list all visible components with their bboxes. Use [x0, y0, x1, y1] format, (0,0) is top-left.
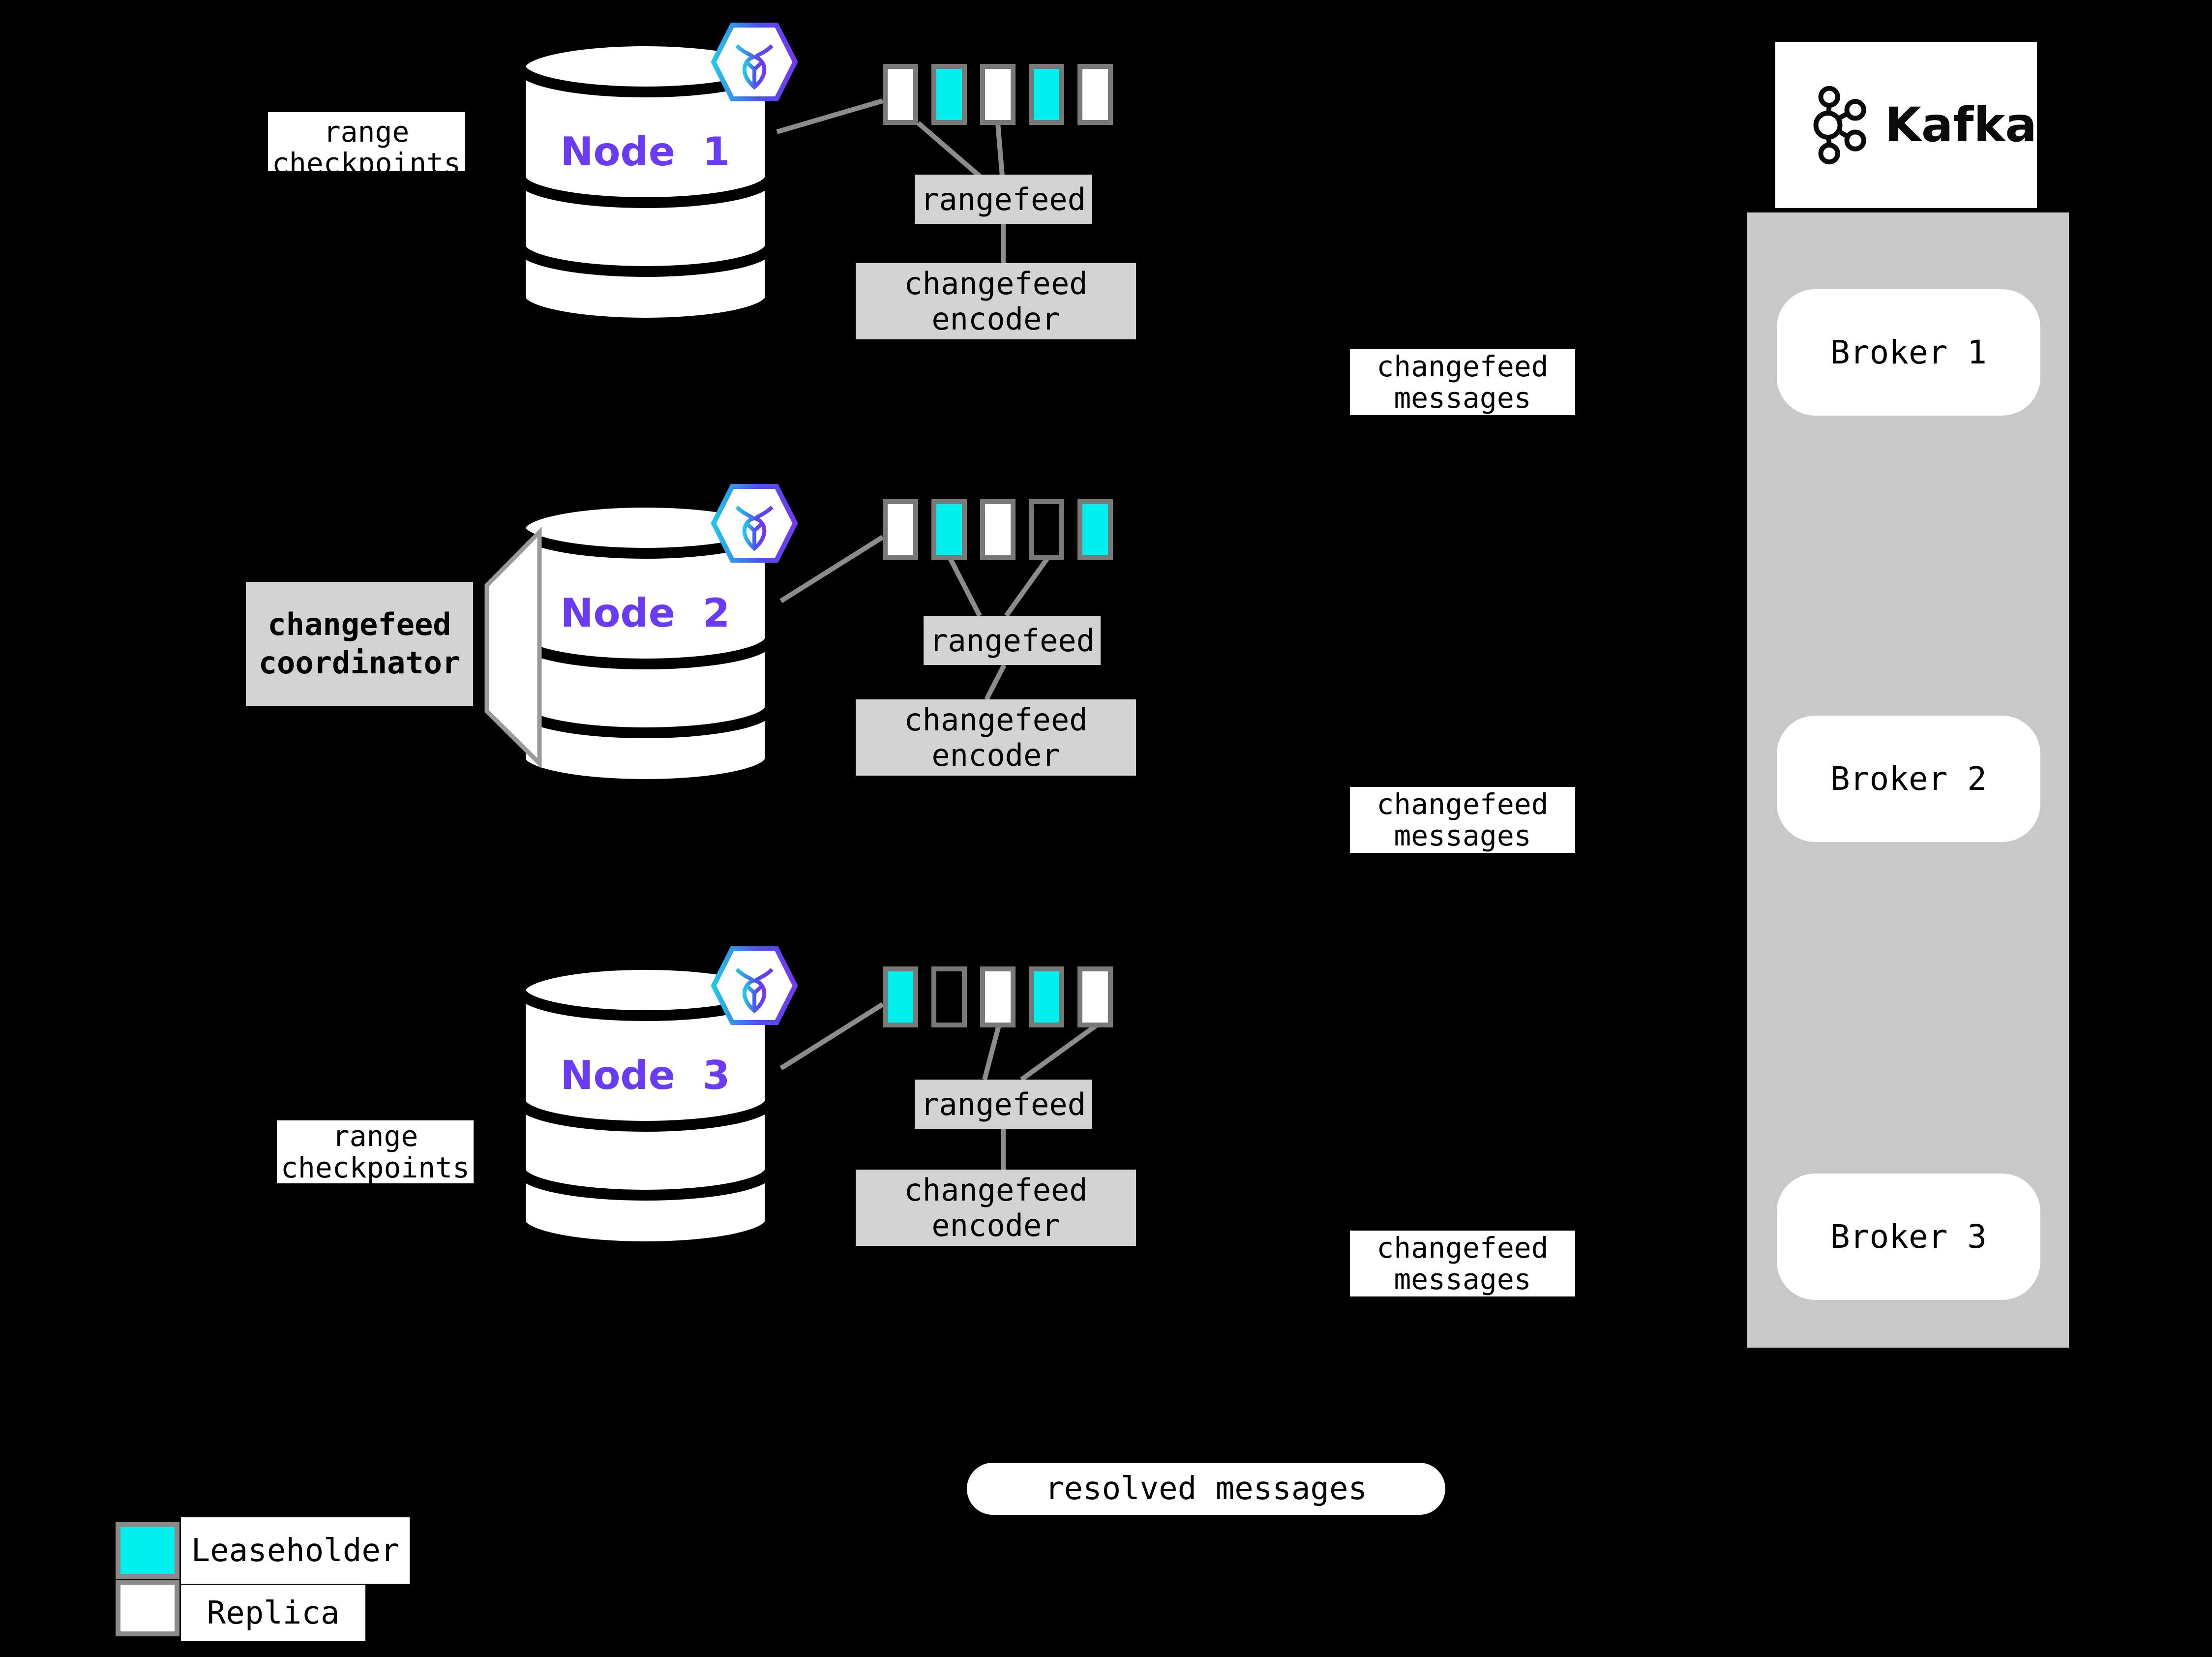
range-square: [883, 499, 918, 560]
range-square: [1077, 499, 1113, 560]
node2-label: Node 2: [560, 590, 730, 636]
kafka-header: Kafka: [1775, 42, 2037, 208]
legend-replica-label: Replica: [181, 1585, 365, 1641]
changefeed-messages-label: changefeed messages: [1350, 787, 1575, 853]
changefeed-messages-label: changefeed messages: [1350, 1231, 1575, 1296]
node1-cylinder: [515, 35, 776, 329]
range-square: [1029, 966, 1064, 1027]
changefeed-encoder-box: changefeed encoder: [856, 699, 1136, 776]
cockroachdb-icon: [711, 484, 798, 563]
range-square: [1029, 499, 1064, 560]
broker-box: Broker 3: [1777, 1174, 2040, 1300]
range-square: [883, 966, 918, 1027]
node3-cylinder: [515, 959, 776, 1252]
kafka-title: Kafka: [1884, 97, 2037, 152]
changefeed-encoder-box: changefeed encoder: [856, 263, 1136, 339]
cockroachdb-icon: [711, 23, 798, 101]
cockroachdb-icon: [711, 946, 798, 1025]
changefeed-messages-label: changefeed messages: [1350, 349, 1575, 415]
range-square: [883, 64, 918, 125]
legend-leaseholder-label: Leaseholder: [181, 1517, 410, 1584]
range-square: [931, 64, 967, 125]
coordinator-pennant: [484, 527, 542, 769]
range-checkpoints-label: range checkpoints: [277, 1120, 474, 1183]
rangefeed-box: rangefeed: [924, 616, 1101, 665]
node3-label: Node 3: [560, 1053, 730, 1098]
kafka-logo-icon: [1813, 86, 1866, 164]
node1-label: Node 1: [560, 129, 730, 175]
range-square: [980, 966, 1016, 1027]
range-square: [1077, 64, 1113, 125]
range-checkpoints-label: range checkpoints: [268, 112, 465, 171]
legend-leaseholder-swatch: [116, 1522, 179, 1579]
rangefeed-box: rangefeed: [915, 175, 1092, 224]
range-square: [1077, 966, 1113, 1027]
resolved-messages-label: resolved messages: [967, 1463, 1445, 1515]
kafka-broker-container: Broker 1 Broker 2 Broker 3: [1747, 212, 2069, 1348]
changefeed-coordinator-box: changefeed coordinator: [246, 582, 473, 706]
broker-box: Broker 1: [1777, 289, 2040, 416]
legend-replica-swatch: [116, 1580, 179, 1636]
changefeed-encoder-box: changefeed encoder: [856, 1170, 1136, 1246]
range-square: [980, 64, 1016, 125]
rangefeed-box: rangefeed: [915, 1080, 1092, 1129]
broker-box: Broker 2: [1777, 716, 2040, 842]
node2-cylinder: [515, 497, 776, 790]
range-square: [1029, 64, 1064, 125]
range-square: [980, 499, 1016, 560]
range-square: [931, 966, 967, 1027]
range-square: [931, 499, 967, 560]
